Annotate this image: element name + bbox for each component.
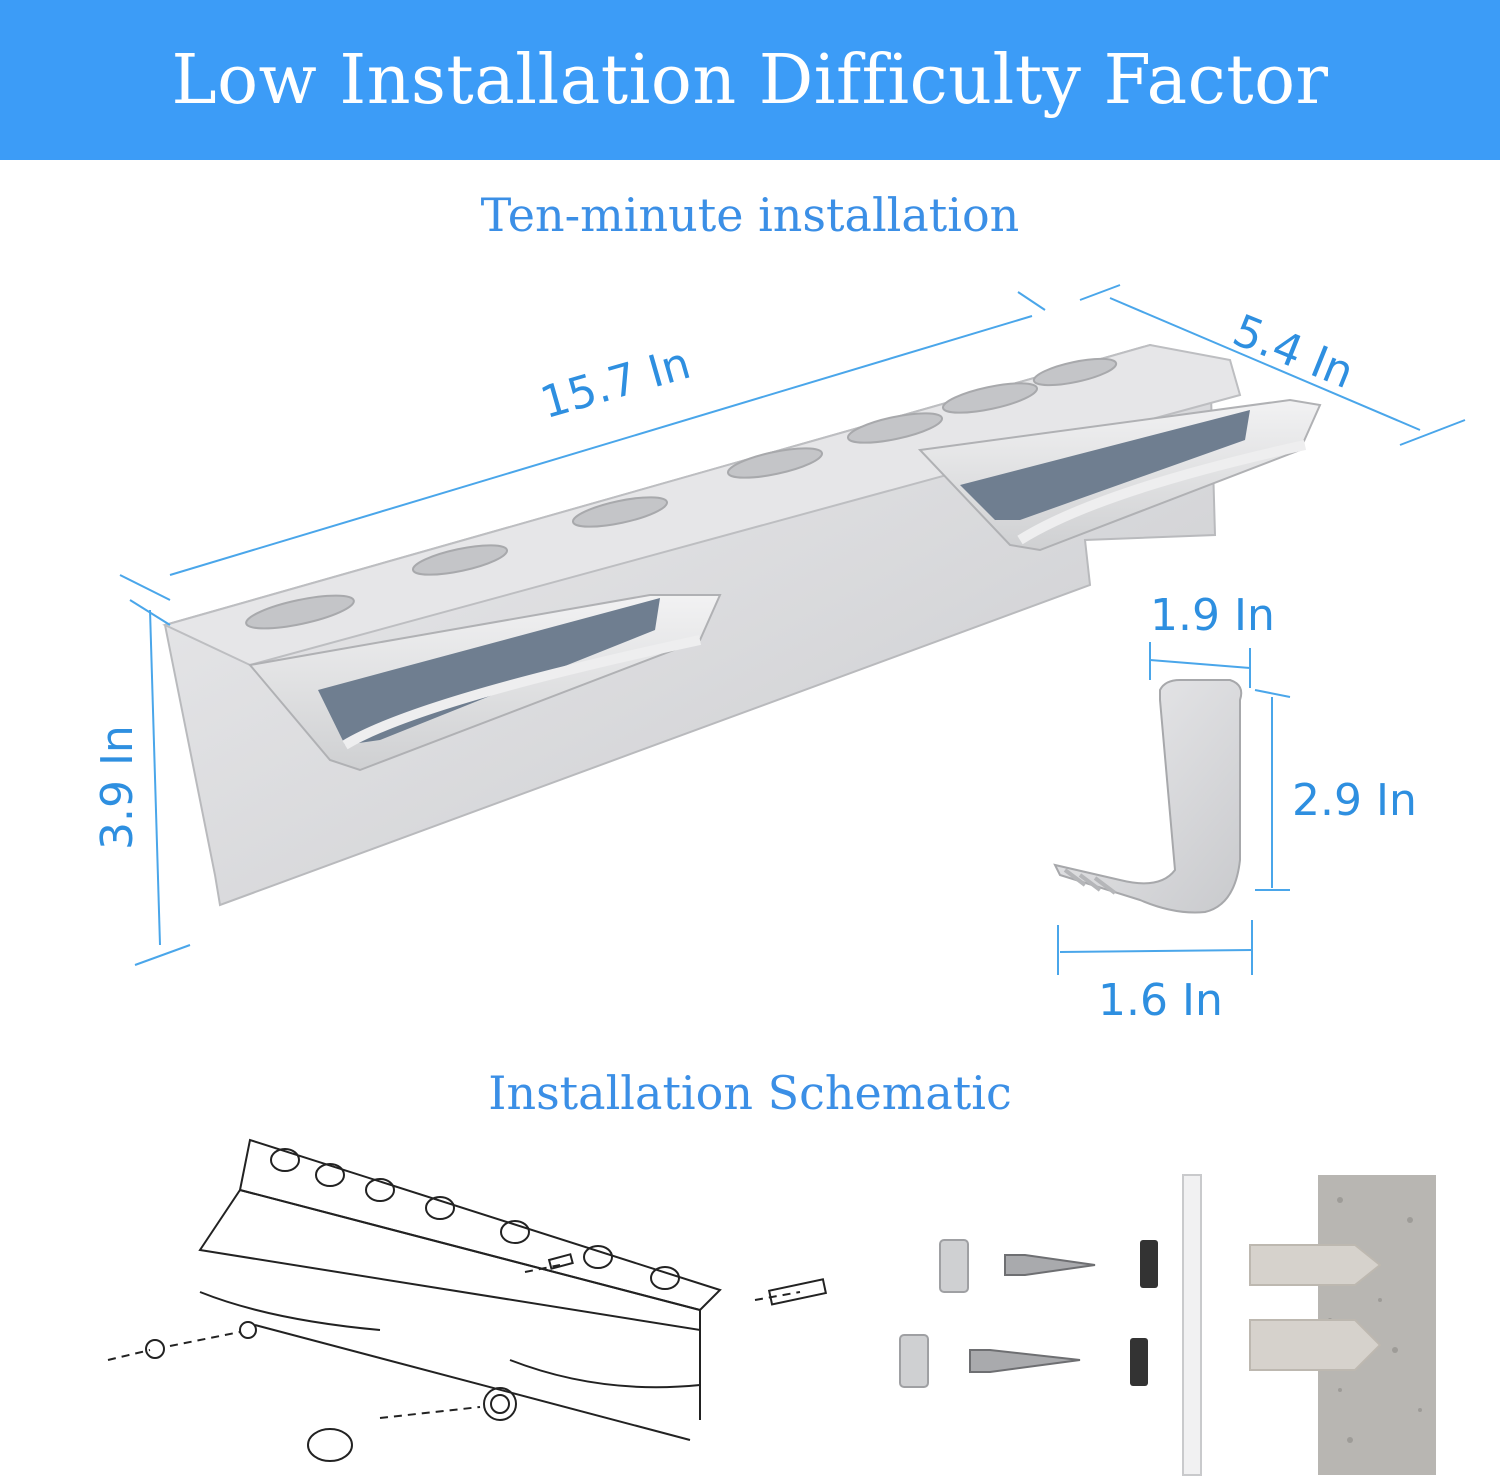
hook-width-bottom-label: 1.6 In (1098, 975, 1223, 1026)
wall-hardware-diagram (899, 1174, 1436, 1476)
hook-height-label: 2.9 In (1292, 775, 1417, 826)
dimension-lines (119, 284, 1466, 975)
title-banner: Low Installation Difficulty Factor (0, 0, 1500, 160)
tool-rack-image (162, 343, 1322, 907)
hook-image (1053, 679, 1243, 914)
height-dimension-label: 3.9 In (92, 725, 143, 850)
hook-width-top-label: 1.9 In (1150, 590, 1275, 641)
installation-time-heading: Ten-minute installation (480, 188, 1020, 242)
schematic-heading: Installation Schematic (488, 1066, 1012, 1120)
schematic-assembly-drawing (107, 1138, 828, 1462)
banner-title: Low Installation Difficulty Factor (171, 40, 1329, 120)
